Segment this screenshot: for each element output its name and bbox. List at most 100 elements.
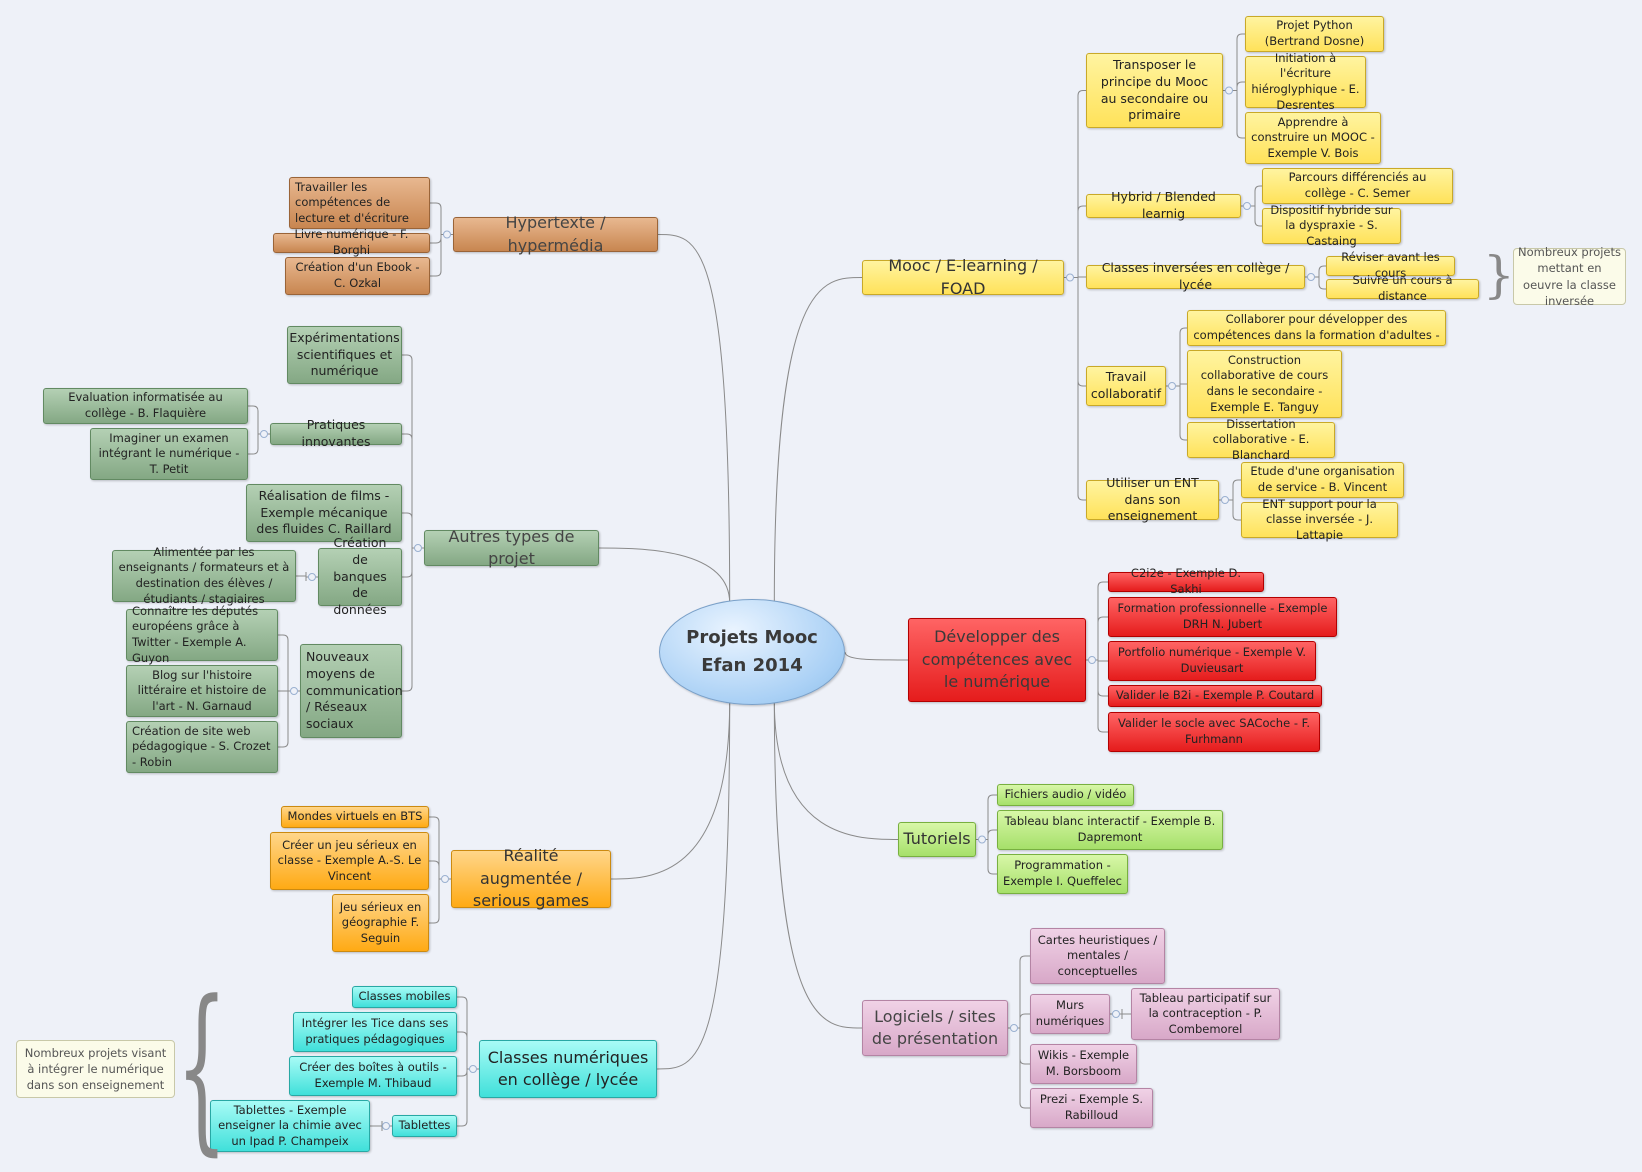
connector [1318,283,1326,290]
collapse-toggle-icon[interactable] [414,544,422,552]
subtopic-blog[interactable]: Blog sur l'histoire littéraire et histoi… [126,665,278,717]
subtopic-suivre[interactable]: Suivre un cours à distance [1326,273,1479,303]
branch-line [610,700,731,880]
connector [1077,494,1086,501]
subtopic-collaborer[interactable]: Collaborer pour développer des compétenc… [1187,310,1446,346]
subtopic-banques[interactable]: Création de banques de données [318,535,402,617]
subtopic-tablettes[interactable]: Tablettes [392,1115,457,1137]
subtopic-socle[interactable]: Valider le socle avec SACoche - F. Furhm… [1108,712,1320,752]
subtopic-alimentee[interactable]: Alimentée par les enseignants / formateu… [112,545,296,606]
collapse-toggle-icon[interactable] [382,1122,390,1130]
connector [402,354,413,361]
topic-autres[interactable]: Autres types de projet [424,527,599,568]
subtopic-etude[interactable]: Etude d'une organisation de service - B.… [1241,462,1404,498]
collapse-toggle-icon[interactable] [978,835,986,844]
collapse-toggle-icon[interactable] [1112,1010,1120,1018]
collapse-toggle-icon[interactable] [290,687,298,695]
subtopic-construction[interactable]: Construction collaborative de cours dans… [1187,350,1342,418]
subtopic-cartes[interactable]: Cartes heuristiques / mentales / concept… [1030,928,1165,984]
connector [402,571,413,578]
branch-line [844,651,909,661]
connector [1019,1013,1030,1020]
collapse-toggle-icon[interactable] [1307,273,1315,281]
collapse-toggle-icon[interactable] [1221,496,1229,504]
subtopic-imaginer[interactable]: Imaginer un examen intégrant le numériqu… [90,428,248,480]
collapse-toggle-icon[interactable] [1168,382,1176,390]
subtopic-portfolio[interactable]: Portfolio numérique - Exemple V. Duvieus… [1108,641,1316,681]
subtopic-jeu-serieux[interactable]: Créer un jeu sérieux en classe - Exemple… [270,832,429,890]
subtopic-dispositif[interactable]: Dispositif hybride sur la dyspraxie - S.… [1262,203,1401,248]
subtopic-classes-inversees[interactable]: Classes inversées en collège / lycée [1086,260,1305,292]
topic-mooc[interactable]: Mooc / E-learning / FOAD [862,256,1064,298]
subtopic-mondes[interactable]: Mondes virtuels en BTS [281,806,429,828]
connector [1318,265,1326,272]
subtopic-ent-support[interactable]: ENT support pour la classe inversée - J.… [1241,497,1398,542]
branch-line [598,547,731,604]
subtopic-apprendre-mooc[interactable]: Apprendre à construire un MOOC - Exemple… [1245,112,1381,164]
connector [1236,33,1245,40]
root-topic[interactable]: Projets Mooc Efan 2014 [659,599,845,705]
collapse-toggle-icon[interactable] [260,430,268,438]
connector [278,634,289,641]
subtopic-site-web[interactable]: Création de site web pédagogique - S. Cr… [126,721,278,773]
topic-hypertexte[interactable]: Hypertexte / hypermédia [453,213,658,255]
subtopic-c2i2e[interactable]: C2i2e - Exemple D. Sakhi [1108,566,1264,596]
subtopic-tbi[interactable]: Tableau blanc interactif - Exemple B. Da… [997,810,1223,850]
subtopic-travail[interactable]: Travail collaboratif [1086,366,1166,406]
collapse-toggle-icon[interactable] [441,875,449,883]
subtopic-integrer[interactable]: Intégrer les Tice dans ses pratiques péd… [293,1012,457,1052]
subtopic-deputes[interactable]: Connaître les députés européens grâce à … [126,604,278,665]
subtopic-chimie[interactable]: Tablettes - Exemple enseigner la chimie … [210,1100,370,1152]
topic-developper[interactable]: Développer des compétences avec le numér… [908,618,1086,702]
collapse-toggle-icon[interactable] [469,1065,477,1073]
topic-logiciels[interactable]: Logiciels / sites de présentation [862,1000,1008,1056]
subtopic-experimentations[interactable]: Expérimentations scientifiques et numéri… [287,326,402,384]
subtopic-audio-video[interactable]: Fichiers audio / vidéo [997,784,1134,806]
collapse-toggle-icon[interactable] [443,230,451,239]
subtopic-classes-mobiles[interactable]: Classes mobiles [352,986,457,1008]
connector [457,1031,468,1038]
subtopic-formation[interactable]: Formation professionnelle - Exemple DRH … [1108,597,1337,637]
collapse-toggle-icon[interactable] [308,573,316,581]
subtopic-transposer[interactable]: Transposer le principe du Mooc au second… [1086,53,1223,128]
subtopic-nouveaux-moyens[interactable]: Nouveaux moyens de communication / Résea… [300,644,403,738]
topic-classes-numeriques[interactable]: Classes numériques en collège / lycée [479,1040,657,1098]
subtopic-films[interactable]: Réalisation de films - Exemple mécanique… [246,484,402,542]
subtopic-prezi[interactable]: Prezi - Exemple S. Rabilloud [1030,1088,1153,1128]
subtopic-pratiques[interactable]: Pratiques innovantes [270,417,402,449]
connector [466,1002,479,1121]
collapse-toggle-icon[interactable] [1010,1024,1018,1032]
subtopic-tableau-participatif[interactable]: Tableau participatif sur la contraceptio… [1131,988,1280,1040]
subtopic-dissertation[interactable]: Dissertation collaborative - E. Blanchar… [1187,417,1335,462]
subtopic-ebook[interactable]: Création d'un Ebook - C. Ozkal [285,257,430,295]
subtopic-wikis[interactable]: Wikis - Exemple M. Borsboom [1030,1044,1137,1084]
collapse-toggle-icon[interactable] [1066,273,1074,282]
connector [1179,434,1187,441]
connector [430,202,442,209]
subtopic-hybrid[interactable]: Hybrid / Blended learnig [1086,189,1241,221]
subtopic-murs[interactable]: Murs numériques [1030,994,1110,1034]
collapse-toggle-icon[interactable] [1088,656,1096,664]
subtopic-projet-python[interactable]: Projet Python (Bertrand Dosne) [1245,16,1384,52]
subtopic-reviser[interactable]: Réviser avant les cours [1326,250,1455,280]
connector [1223,39,1238,133]
subtopic-geographie[interactable]: Jeu sérieux en géographie F. Seguin [332,894,429,952]
subtopic-travailler[interactable]: Travailler les compétences de lecture et… [289,177,430,229]
topic-tutoriels[interactable]: Tutoriels [898,822,976,857]
subtopic-parcours[interactable]: Parcours différenciés au collège - C. Se… [1262,168,1453,204]
collapse-toggle-icon[interactable] [1225,86,1233,95]
subtopic-hieroglyphique[interactable]: Initiation à l'écriture hiéroglyphique -… [1245,51,1366,112]
connector [438,822,451,918]
subtopic-b2i[interactable]: Valider le B2i - Exemple P. Coutard [1108,685,1322,707]
subtopic-livre-numerique[interactable]: Livre numérique - F. Borghi [273,227,430,257]
subtopic-evaluation[interactable]: Evaluation informatisée au collège - B. … [43,388,248,424]
collapse-toggle-icon[interactable] [1243,202,1251,210]
subtopic-programmation[interactable]: Programmation - Exemple I. Queffelec [997,854,1128,894]
branch-line [773,277,863,604]
topic-realite[interactable]: Réalité augmentée / serious games [451,846,611,910]
connector [429,917,440,924]
subtopic-ent[interactable]: Utiliser un ENT dans son enseignement [1086,475,1219,523]
subtopic-boites[interactable]: Créer des boîtes à outils - Exemple M. T… [289,1056,457,1096]
connector [1236,132,1245,139]
